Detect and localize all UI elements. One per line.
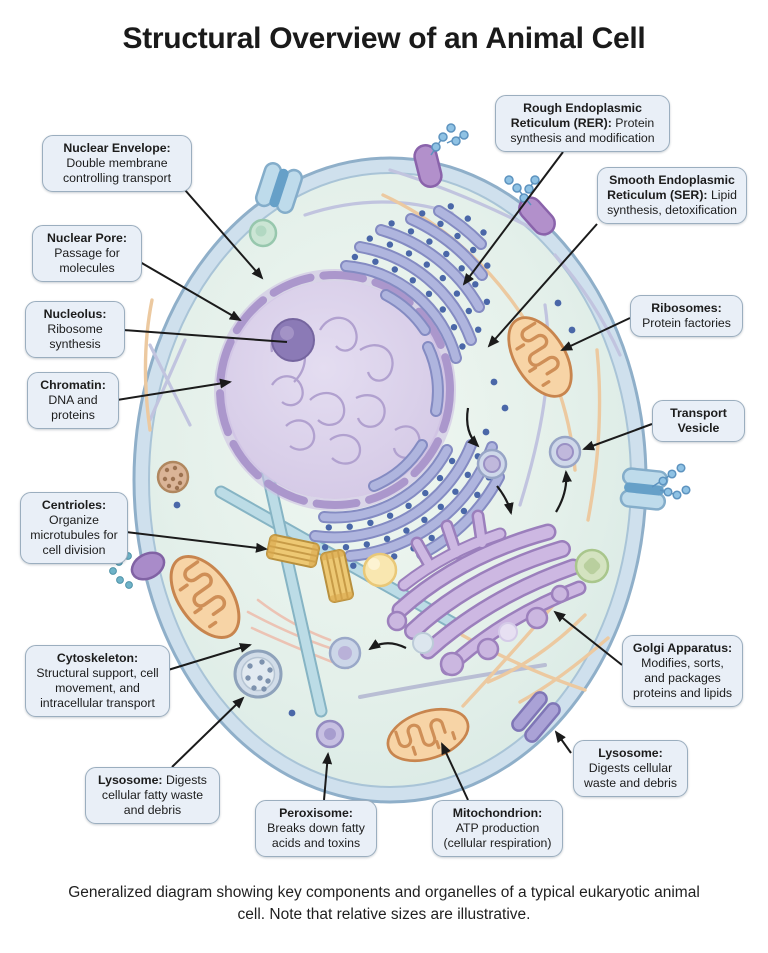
label-peroxisome: Peroxisome:Breaks down fatty acids and t… (255, 800, 377, 857)
nucleus (214, 269, 456, 511)
label-term: Lysosome: (98, 773, 163, 787)
label-nuclear-envelope: Nuclear Envelope:Double membrane control… (42, 135, 192, 192)
label-term: Nucleolus: (43, 307, 107, 321)
label-description: Passage for molecules (54, 246, 120, 275)
nuclear-envelope (216, 271, 454, 509)
label-term: Rough Endoplasmic Reticulum (RER): (510, 101, 642, 130)
transport-vesicle (328, 435, 582, 670)
label-rough-er: Rough Endoplasmic Reticulum (RER):Protei… (495, 95, 670, 152)
peroxisome (315, 719, 345, 749)
glycoprotein-top (413, 123, 469, 188)
label-mitochondrion: Mitochondrion:ATP production (cellular r… (432, 800, 563, 857)
label-term: Chromatin: (40, 378, 106, 392)
cytoskeleton-filaments (143, 168, 622, 708)
label-smooth-er: Smooth Endoplasmic Reticulum (SER):Lipid… (597, 167, 747, 224)
label-term: Smooth Endoplasmic Reticulum (SER): (607, 173, 735, 202)
label-term: Peroxisome: (279, 806, 353, 820)
label-description: Lipid synthesis, detoxification (607, 188, 737, 217)
label-description: Breaks down fatty acids and toxins (267, 821, 365, 850)
label-description: Organize microtubules for cell division (30, 513, 118, 557)
label-description: Protein factories (642, 316, 731, 330)
label-term: Nuclear Pore: (47, 231, 127, 245)
label-nuclear-pore: Nuclear Pore:Passage for molecules (32, 225, 142, 282)
label-term: Lysosome: (598, 746, 663, 760)
membrane-pump-bottom (511, 691, 561, 743)
label-cytoskeleton: Cytoskeleton:Structural support, cell mo… (25, 645, 170, 717)
secretory-vesicles (248, 218, 610, 588)
label-term: Ribosomes: (651, 301, 722, 315)
label-term: Cytoskeleton: (56, 651, 139, 665)
lysosome (233, 649, 283, 699)
label-transport-vesicle: Transport Vesicle (652, 400, 745, 442)
label-lysosome-left: Lysosome:Digests cellular fatty waste an… (85, 767, 220, 824)
label-nucleolus: Nucleolus:Ribosome synthesis (25, 301, 125, 358)
label-term: Mitochondrion: (452, 806, 543, 820)
label-lysosome-right: Lysosome:Digests cellular waste and debr… (573, 740, 688, 797)
label-term: Nuclear Envelope: (63, 141, 171, 155)
label-description: Structural support, cell movement, and i… (36, 666, 159, 710)
label-connectors (116, 151, 653, 801)
figure-caption: Generalized diagram showing key componen… (68, 884, 700, 923)
golgi-vesicles (386, 584, 570, 677)
glycoprotein-upper-right (504, 175, 556, 236)
channel-protein-right (619, 463, 691, 511)
nucleolus (271, 318, 315, 362)
endosome (156, 460, 190, 494)
label-description: Modifies, sorts, and packages proteins a… (632, 656, 733, 700)
label-term: Transport Vesicle (670, 406, 727, 435)
page-title: Structural Overview of an Animal Cell (122, 22, 646, 55)
label-golgi-apparatus: Golgi Apparatus:Modifies, sorts, and pac… (622, 635, 743, 707)
label-description: Digests cellular fatty waste and debris (101, 773, 207, 817)
label-description: ATP production (cellular respiration) (443, 821, 552, 850)
vesicles (156, 218, 610, 749)
vesicle-flow-arrows (368, 407, 572, 651)
membrane-proteins (109, 123, 691, 743)
label-centrioles: Centrioles:Organize microtubules for cel… (20, 492, 128, 564)
label-description: Double membrane controlling transport (63, 156, 171, 185)
label-chromatin: Chromatin:DNA and proteins (27, 372, 119, 429)
label-term: Centrioles: (41, 498, 107, 512)
channel-protein-top (254, 162, 304, 214)
label-description: Ribosome synthesis (47, 322, 103, 351)
label-ribosomes: Ribosomes:Protein factories (630, 295, 743, 337)
free-ribosome-dots (173, 299, 576, 717)
label-description: Digests cellular waste and debris (584, 761, 677, 790)
label-description: DNA and proteins (48, 393, 98, 422)
label-term: Golgi Apparatus: (632, 641, 733, 655)
label-description: Protein synthesis and modification (510, 116, 655, 145)
